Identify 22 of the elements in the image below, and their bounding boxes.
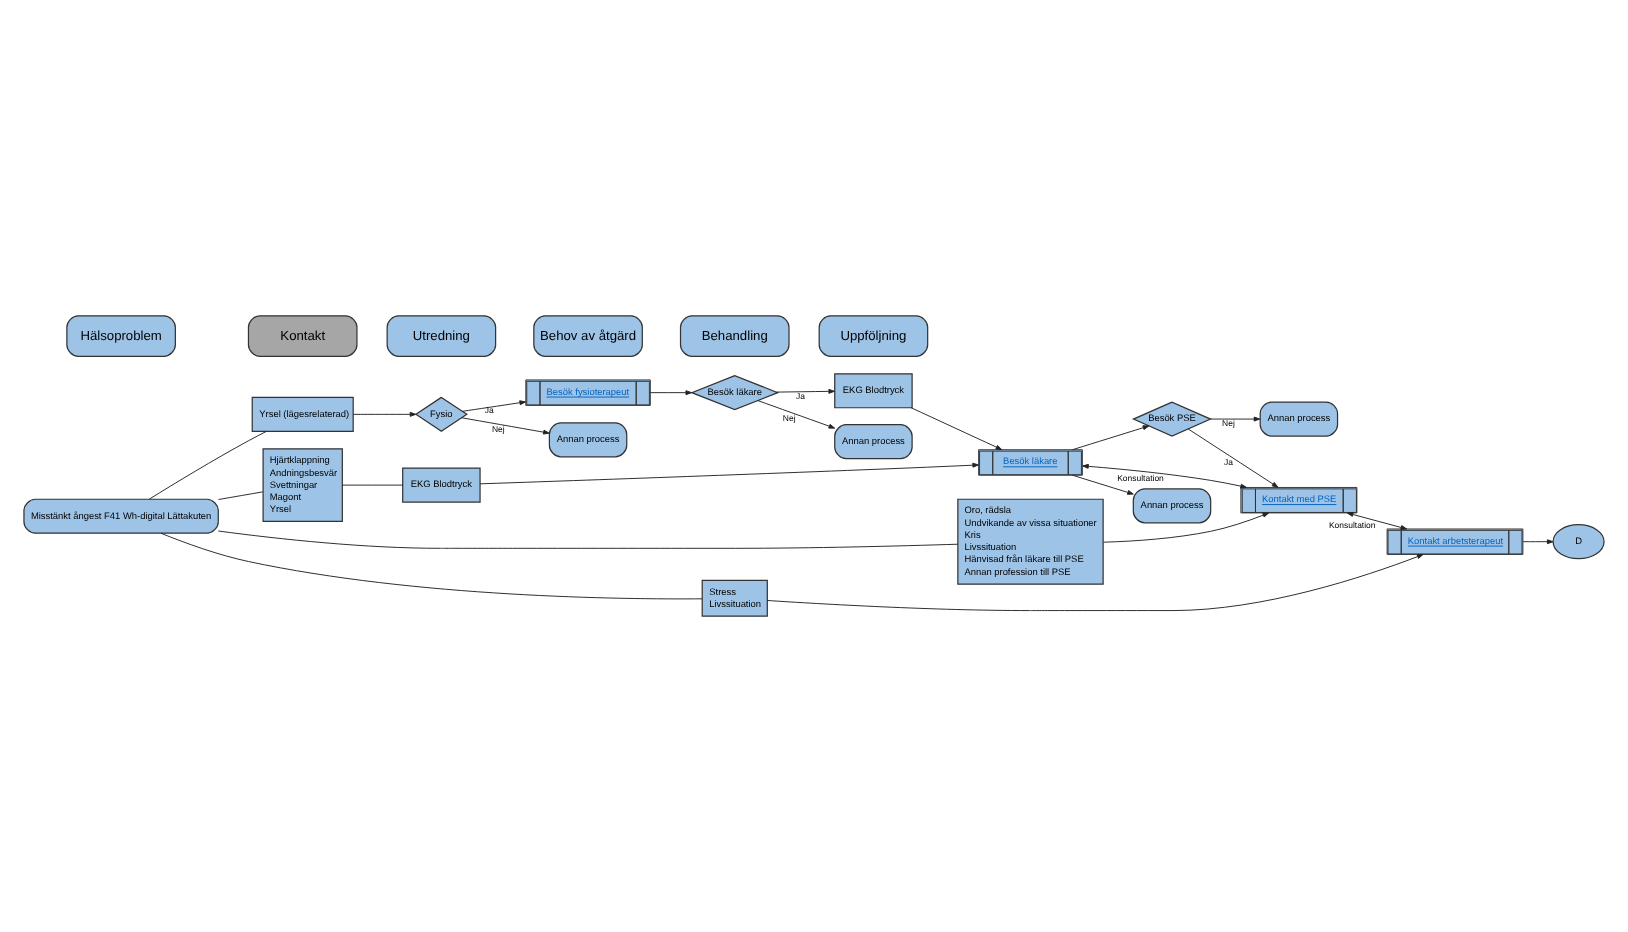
arrow	[479, 462, 979, 485]
arrow	[757, 400, 836, 429]
arrow	[910, 407, 1003, 451]
arrow	[1346, 512, 1408, 530]
connector	[218, 491, 264, 500]
arrow	[1522, 539, 1554, 545]
arrow	[1187, 428, 1279, 488]
connector	[160, 532, 703, 600]
arrow	[1210, 416, 1261, 422]
arrow	[649, 390, 693, 396]
arrow	[1082, 463, 1247, 489]
connector	[148, 430, 267, 500]
arrow	[1103, 512, 1270, 543]
arrow	[1072, 425, 1150, 451]
arrow	[462, 400, 526, 412]
arrow	[766, 554, 1424, 612]
arrow	[461, 417, 550, 435]
connector	[342, 484, 404, 486]
arrow	[1072, 474, 1134, 495]
arrow	[352, 411, 417, 417]
arrow	[775, 388, 835, 394]
connector	[217, 530, 959, 549]
